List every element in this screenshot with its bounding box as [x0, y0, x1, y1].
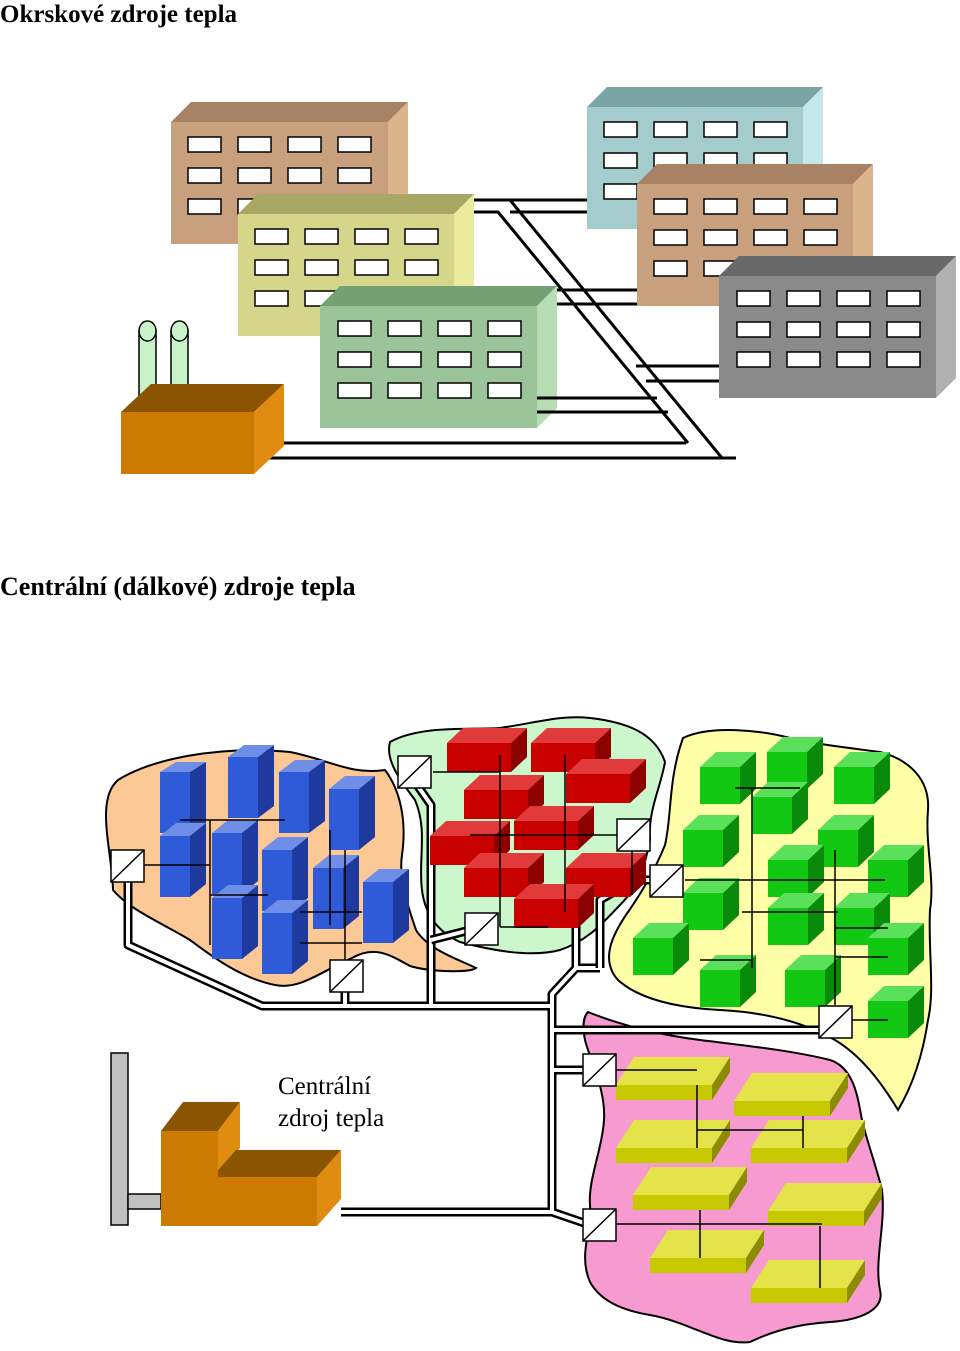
green-block-5 [683, 815, 739, 867]
central-source-label-line2: zdroj tepla [278, 1105, 384, 1132]
red-block-3 [464, 775, 544, 819]
blue-block-3 [279, 760, 325, 833]
substation-green-bottom [818, 1005, 853, 1039]
central-source-label-line1: Centrální [278, 1073, 371, 1100]
central-boiler [161, 1102, 341, 1226]
blue-block-6 [212, 820, 258, 894]
olive-block-5 [633, 1167, 747, 1210]
blocks-olive [616, 1057, 882, 1303]
green-block-6 [818, 815, 874, 867]
substation-blue-left [110, 849, 145, 883]
green-block-14 [700, 955, 756, 1007]
green-block-13 [868, 923, 924, 975]
green-block-12 [633, 923, 689, 975]
central-flue-connector [127, 1193, 162, 1210]
green-block-16 [868, 986, 924, 1038]
blocks-blue [160, 745, 409, 974]
substation-green-left [649, 864, 684, 898]
building-green-left [320, 286, 557, 428]
heat-exchanger-stations [110, 755, 853, 1242]
olive-block-4 [751, 1120, 865, 1163]
blue-block-10 [262, 900, 308, 974]
olive-block-1 [616, 1057, 730, 1100]
title-district-heat-sources: Okrskové zdroje tepla [0, 1, 238, 28]
substation-olive-bottom [582, 1208, 617, 1242]
district-scheme [121, 87, 956, 474]
olive-block-7 [650, 1230, 764, 1273]
blue-block-4 [329, 776, 375, 850]
blue-block-9 [212, 885, 258, 959]
olive-block-6 [768, 1183, 882, 1226]
blue-block-11 [363, 869, 409, 943]
central-pipe-network [123, 779, 835, 1230]
red-block-6 [514, 806, 594, 850]
substation-red-bottom [464, 912, 499, 946]
red-block-1 [447, 728, 527, 772]
blue-block-1 [160, 762, 206, 833]
red-block-8 [566, 853, 646, 897]
green-block-9 [683, 878, 739, 930]
green-block-1 [700, 752, 756, 804]
red-block-7 [464, 853, 544, 897]
green-block-2 [767, 737, 823, 789]
district-pipes [257, 198, 736, 460]
red-block-4 [566, 759, 646, 803]
green-block-7 [768, 845, 824, 897]
substation-red-right [616, 818, 651, 852]
blue-block-7 [262, 837, 308, 911]
red-block-9 [514, 884, 594, 928]
secondary-lines [144, 755, 888, 1288]
green-block-3 [834, 752, 890, 804]
olive-block-8 [751, 1260, 865, 1303]
central-source-label: Centrální zdroj tepla [278, 1073, 384, 1132]
green-block-10 [768, 893, 824, 945]
central-chimney [110, 1052, 129, 1226]
building-gray-right [719, 256, 956, 398]
olive-block-3 [616, 1120, 730, 1163]
district-boiler [121, 320, 284, 474]
substation-olive-top [582, 1053, 617, 1087]
blocks-green [633, 737, 924, 1038]
blocks-red [430, 728, 646, 928]
blue-block-8 [313, 855, 359, 929]
title-central-heat-sources: Centrální (dálkové) zdroje tepla [0, 572, 356, 601]
central-scheme: Centrální zdroj tepla [105, 716, 933, 1344]
green-block-8 [868, 845, 924, 897]
olive-block-2 [734, 1073, 848, 1116]
substation-blue-bottom [329, 959, 364, 993]
green-block-4 [752, 782, 808, 834]
blue-block-2 [228, 745, 274, 818]
substation-red-top [397, 755, 432, 789]
central-source: Centrální zdroj tepla [110, 1052, 384, 1226]
blue-block-5 [160, 823, 206, 897]
green-block-15 [785, 955, 841, 1007]
